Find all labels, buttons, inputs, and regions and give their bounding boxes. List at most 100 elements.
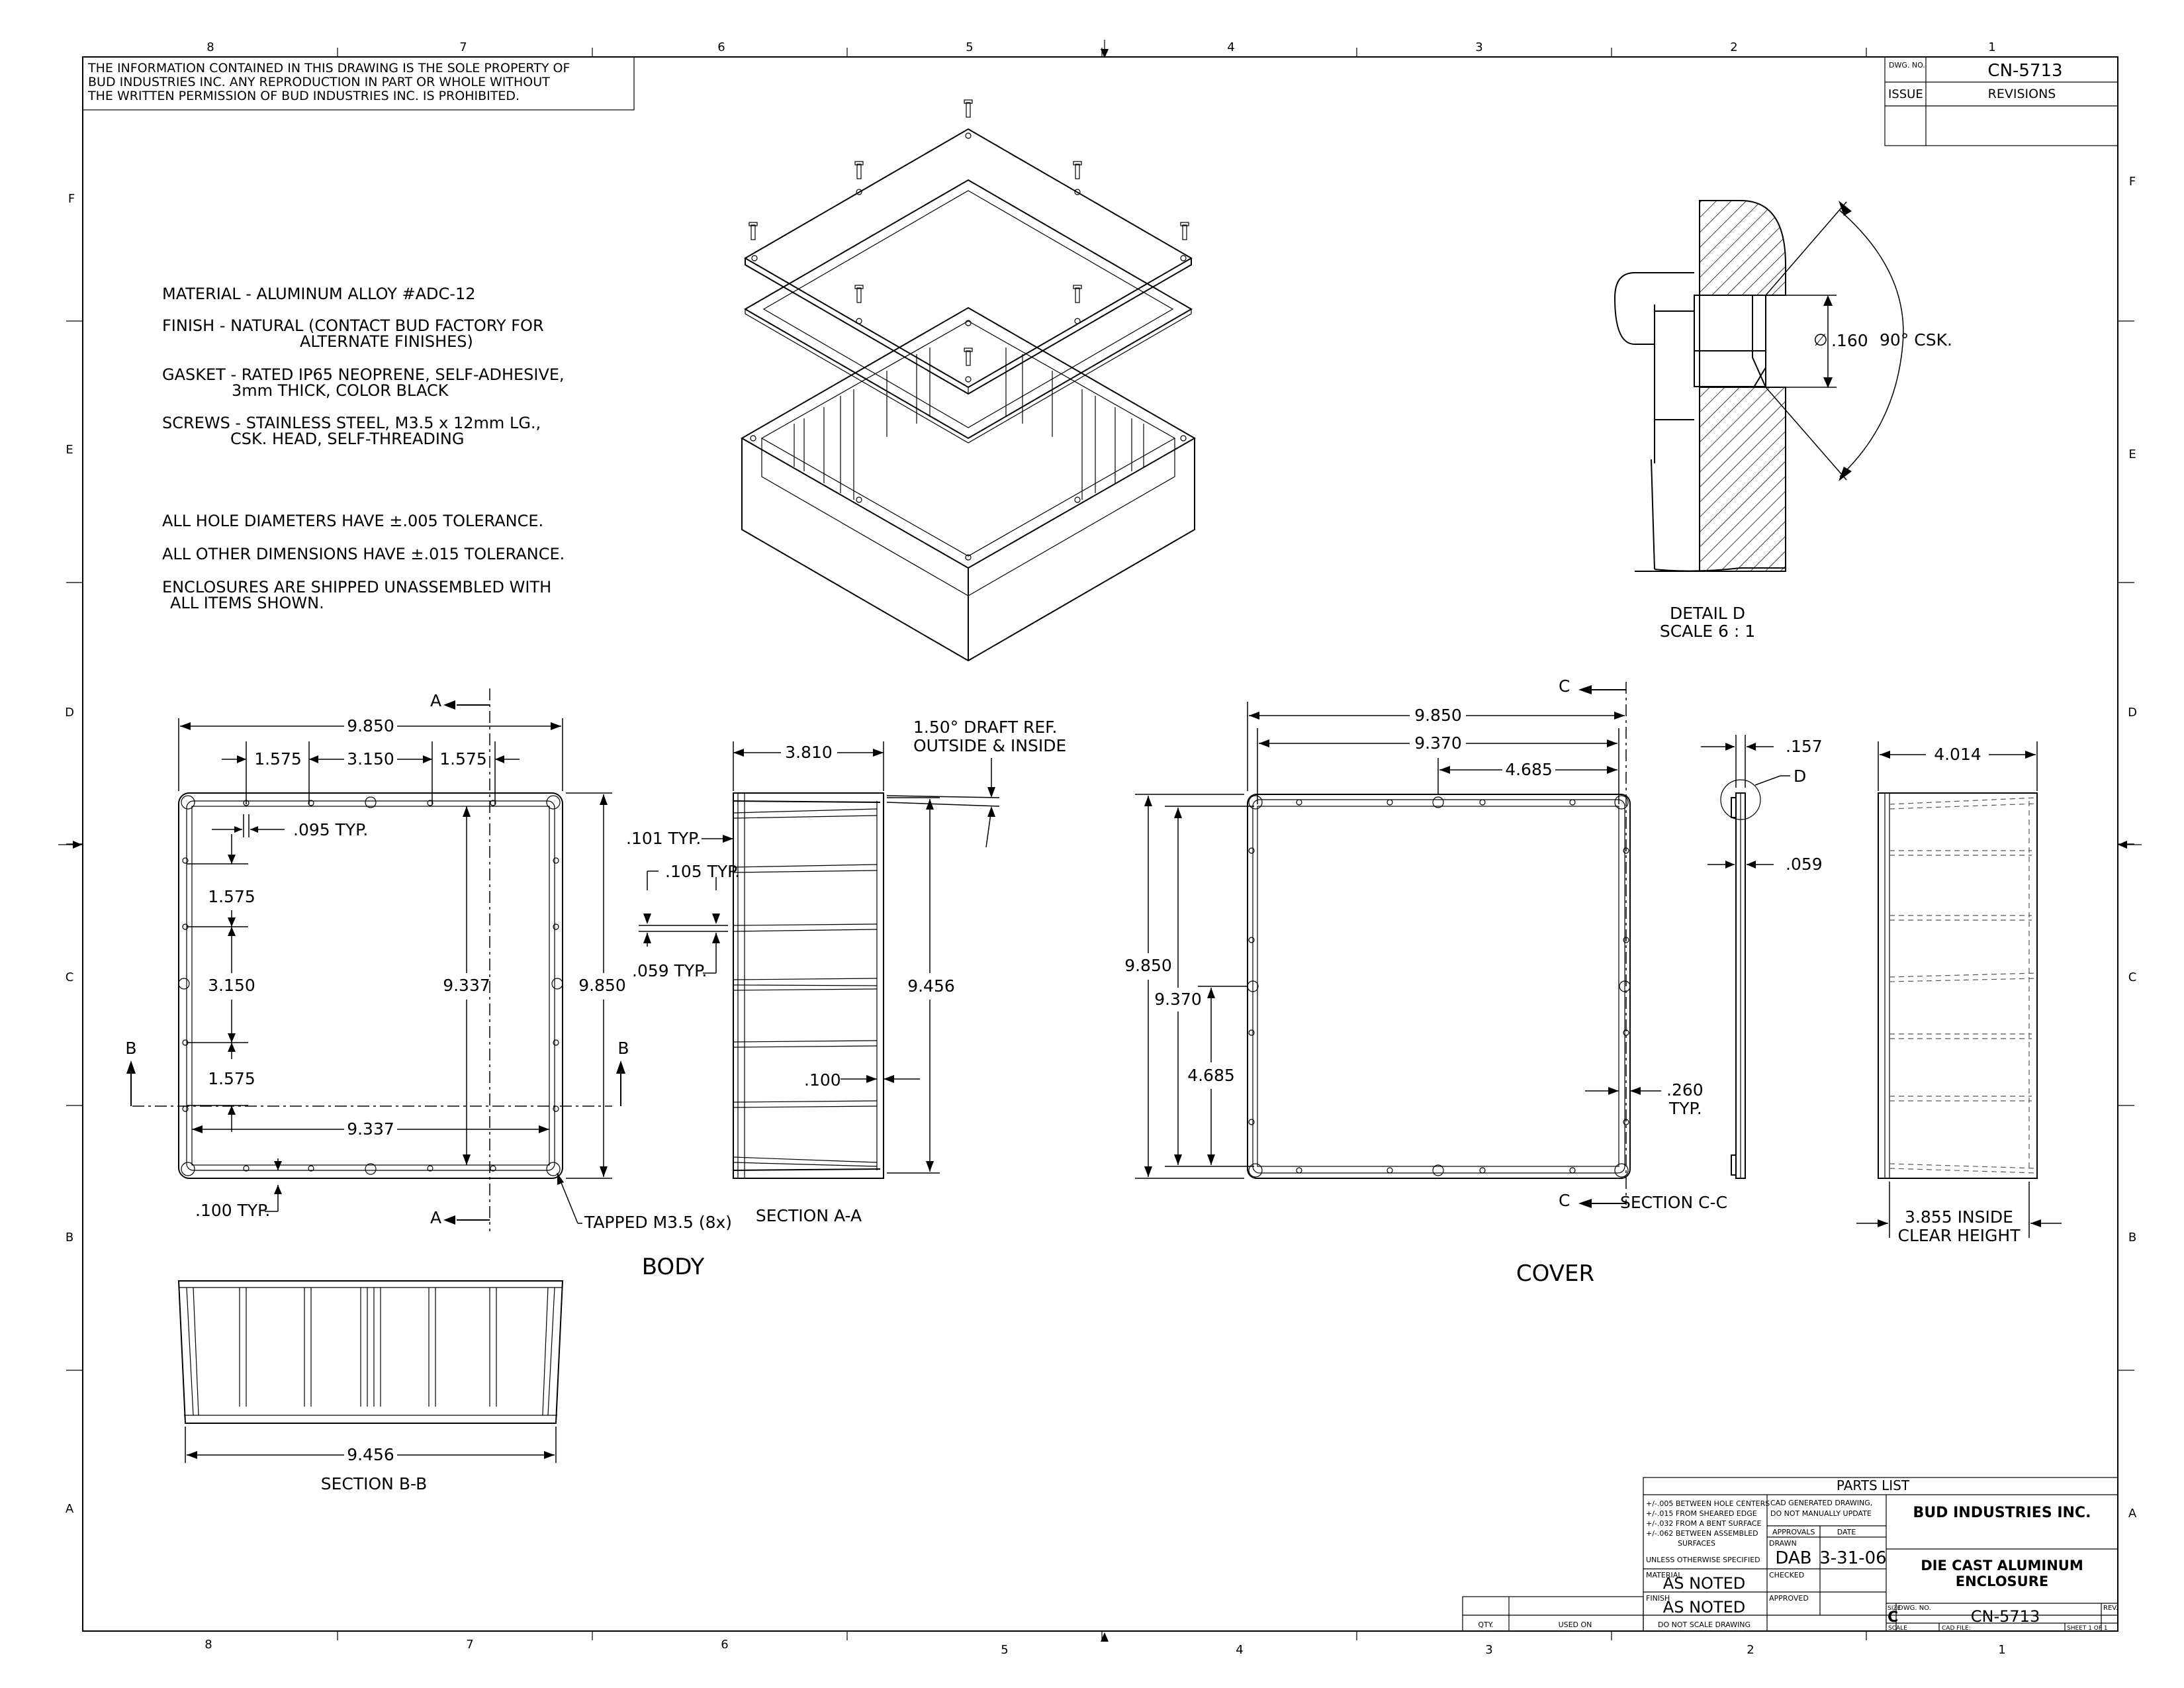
body-hole-1575-b: 1.575 — [439, 749, 487, 769]
side-view-inside-1: 3.855 INSIDE — [1905, 1207, 2013, 1227]
detail-d-title: DETAIL D — [1670, 604, 1745, 623]
side-view-depth: 4.014 — [1934, 745, 1981, 764]
zone-top-4: 4 — [1227, 40, 1234, 54]
tb-rev-label: REV. — [2103, 1605, 2118, 1612]
detail-d-view: ∅ .160 90° CSK. DETAIL D SCALE 6 : 1 — [1614, 200, 1952, 641]
tb-tol-5: SURFACES — [1678, 1539, 1715, 1548]
detail-d-diameter: .160 — [1831, 331, 1868, 350]
tb-approvals: APPROVALS — [1772, 1528, 1815, 1536]
section-aa-height: 9.456 — [907, 976, 955, 996]
tb-tol-3: +/-.032 FROM A BENT SURFACE — [1646, 1519, 1761, 1528]
center-mark-bottom — [1101, 1632, 1109, 1642]
drawing-border — [58, 40, 2142, 1642]
zone-left-f: F — [68, 192, 75, 206]
body-tapped-holes: TAPPED M3.5 (8x) — [584, 1213, 732, 1232]
section-aa-view: 3.810 1.50° DRAFT REF. OUTSIDE & INSIDE … — [626, 718, 1066, 1225]
body-slot-typ: .095 TYP. — [293, 820, 368, 839]
tb-drawn-by: DAB — [1775, 1548, 1811, 1568]
general-notes: MATERIAL - ALUMINUM ALLOY #ADC-12 FINISH… — [162, 285, 565, 612]
tb-checked-label: CHECKED — [1769, 1571, 1804, 1579]
detail-d-hatch-upper — [1699, 200, 1786, 296]
body-overall-height: 9.850 — [578, 976, 626, 995]
zone-bottom-2: 2 — [1747, 1643, 1754, 1657]
rev-issue-label: ISSUE — [1888, 87, 1923, 101]
section-aa-rib-101: .101 TYP. — [626, 829, 701, 848]
iso-body — [740, 306, 1197, 662]
tb-size-label: SIZE — [1888, 1605, 1901, 1612]
title-block: PARTS LIST +/-.005 BETWEEN HOLE CENTERS … — [1462, 1477, 2118, 1632]
section-bb-view: 9.456 SECTION B-B — [177, 1280, 564, 1493]
note-gasket-2: 3mm THICK, COLOR BLACK — [232, 381, 449, 400]
body-wall-typ: .100 TYP. — [195, 1201, 270, 1220]
body-section-b-right: B — [617, 1039, 629, 1058]
note-shipped-2: ALL ITEMS SHOWN. — [170, 594, 324, 612]
tb-approved-label: APPROVED — [1769, 1594, 1809, 1603]
zone-bottom-7: 7 — [466, 1638, 473, 1652]
zone-top-3: 3 — [1475, 40, 1482, 54]
note-finish-1: FINISH - NATURAL (CONTACT BUD FACTORY FO… — [162, 316, 544, 335]
note-finish-2: ALTERNATE FINISHES) — [300, 332, 473, 351]
side-view-inside-2: CLEAR HEIGHT — [1897, 1226, 2021, 1245]
detail-d-diameter-symbol: ∅ — [1813, 330, 1828, 350]
section-cc-title: SECTION C-C — [1620, 1193, 1727, 1212]
body-top-view: A A B B 9.850 1.575 3.150 1.575 — [125, 688, 732, 1280]
body-vertical-3150: 3.150 — [208, 976, 255, 995]
zone-right-f: F — [2129, 175, 2136, 189]
body-section-b-left: B — [125, 1039, 136, 1058]
cover-section-c-top: C — [1559, 677, 1570, 696]
tb-company: BUD INDUSTRIES INC. — [1913, 1505, 2091, 1521]
tb-dwg-no-label: DWG. NO. — [1898, 1605, 1931, 1612]
zone-top-5: 5 — [966, 40, 973, 54]
zone-top-8: 8 — [206, 40, 214, 54]
tb-parts-list: PARTS LIST — [1837, 1477, 1910, 1493]
body-inner-height: 9.337 — [443, 976, 490, 995]
section-aa-floor: .100 — [804, 1070, 841, 1090]
rev-dwg-no: CN-5713 — [1987, 61, 2062, 81]
tb-no-scale: DO NOT SCALE DRAWING — [1658, 1620, 1751, 1629]
zone-right-c: C — [2128, 970, 2137, 984]
cover-half-height: 4.685 — [1187, 1066, 1235, 1085]
screws — [749, 99, 1189, 366]
iso-cover — [744, 128, 1193, 395]
note-screws-2: CSK. HEAD, SELF-THREADING — [230, 430, 464, 448]
zone-left-b: B — [66, 1231, 73, 1244]
note-shipped-1: ENCLOSURES ARE SHIPPED UNASSEMBLED WITH — [162, 578, 551, 596]
cover-lip-260: .260 — [1666, 1080, 1704, 1100]
notice-line-1: THE INFORMATION CONTAINED IN THIS DRAWIN… — [87, 61, 570, 75]
zone-right-e: E — [2128, 447, 2136, 461]
tb-part-1: DIE CAST ALUMINUM — [1921, 1558, 2083, 1573]
zone-left-c: C — [66, 970, 74, 984]
note-screws-1: SCREWS - STAINLESS STEEL, M3.5 x 12mm LG… — [162, 414, 541, 432]
section-aa-rib-059: .059 TYP. — [632, 961, 707, 980]
zone-right-a: A — [2128, 1507, 2137, 1521]
tb-tol-1: +/-.005 BETWEEN HOLE CENTERS — [1646, 1499, 1770, 1508]
zone-labels: 8 7 6 5 4 3 2 1 8 7 6 5 4 3 2 1 F E D C … — [65, 40, 2137, 1657]
tb-size: C — [1888, 1609, 1898, 1626]
tb-tol-4: +/-.062 BETWEEN ASSEMBLED — [1646, 1529, 1758, 1538]
section-aa-depth: 3.810 — [785, 743, 833, 762]
body-hole-1575-a: 1.575 — [254, 749, 302, 769]
rev-dwg-no-label: DWG. NO. — [1889, 61, 1925, 70]
tb-scale-label: SCALE — [1888, 1625, 1907, 1632]
tb-cad-2: DO NOT MANUALLY UPDATE — [1770, 1509, 1872, 1518]
rev-revisions-label: REVISIONS — [1988, 87, 2056, 101]
zone-bottom-6: 6 — [721, 1638, 728, 1652]
body-vertical-1575-b: 1.575 — [208, 1069, 255, 1088]
zone-left-a: A — [66, 1502, 74, 1516]
zone-bottom-1: 1 — [1998, 1643, 2005, 1657]
zone-right-d: D — [2128, 706, 2137, 720]
tb-used-on: USED ON — [1559, 1620, 1592, 1629]
zone-bottom-4: 4 — [1236, 1643, 1243, 1657]
cover-overall-width: 9.850 — [1414, 706, 1462, 725]
cover-half-width: 4.685 — [1505, 760, 1553, 779]
section-cc-detail-ref: D — [1794, 767, 1806, 786]
note-other-tolerance: ALL OTHER DIMENSIONS HAVE ±.015 TOLERANC… — [162, 545, 565, 563]
section-cc-thickness: .157 — [1786, 737, 1823, 756]
tb-drawn-label: DRAWN — [1769, 1539, 1797, 1548]
detail-d-countersink: 90° CSK. — [1880, 330, 1952, 350]
body-overall-width: 9.850 — [347, 716, 394, 735]
zone-left-e: E — [66, 443, 73, 457]
proprietary-notice: THE INFORMATION CONTAINED IN THIS DRAWIN… — [82, 56, 635, 111]
tb-dwg-no: CN-5713 — [1971, 1607, 2040, 1626]
